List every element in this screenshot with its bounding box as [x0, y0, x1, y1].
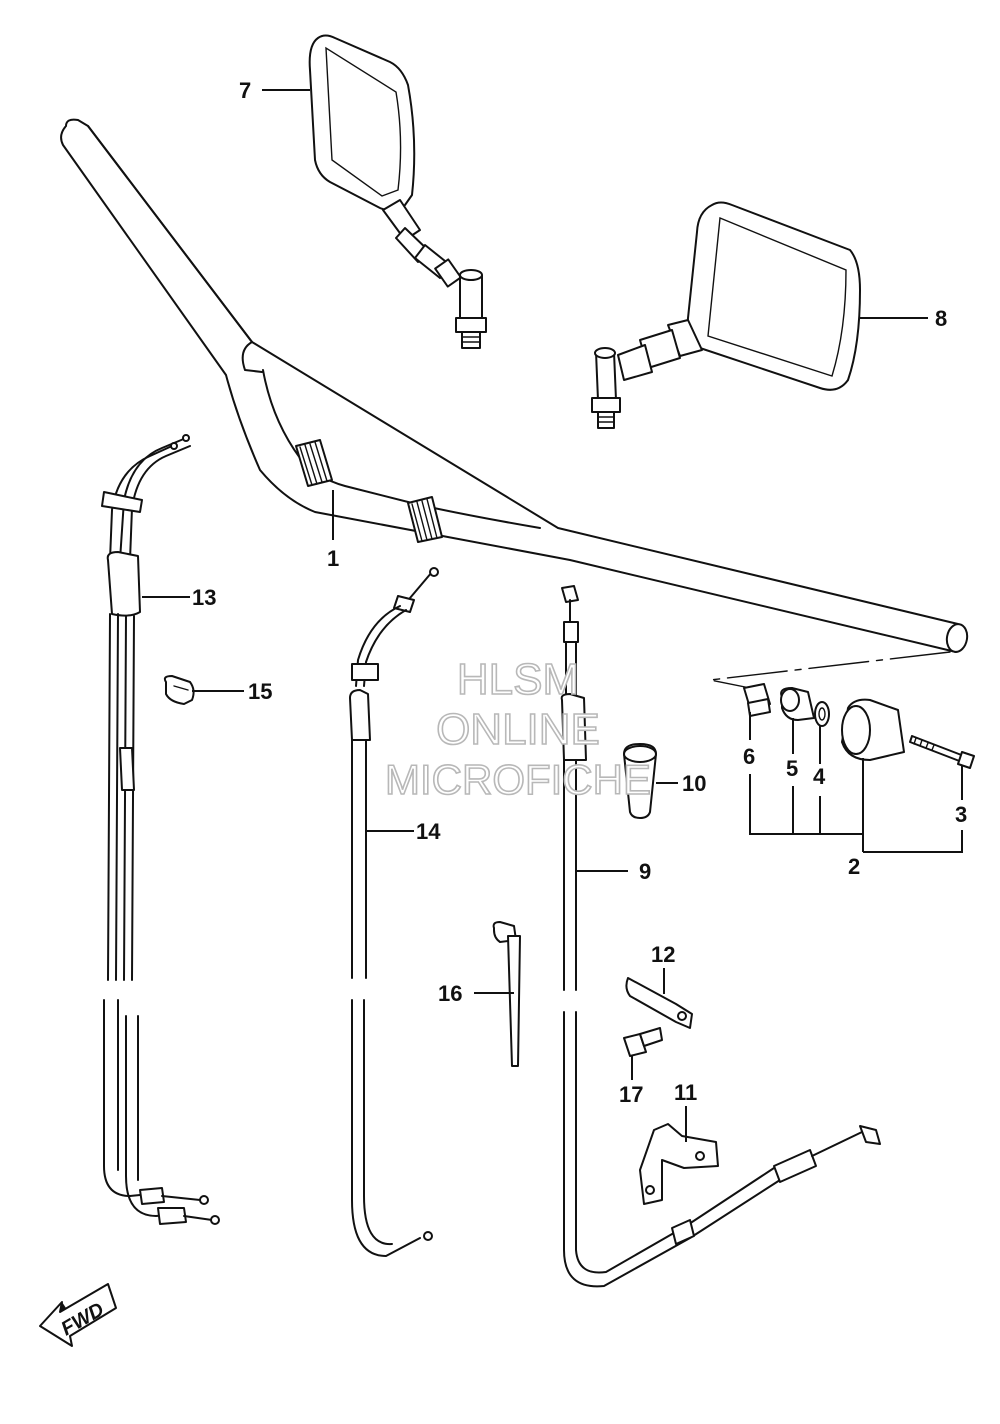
knurl-band-right — [407, 496, 443, 543]
callout-13[interactable]: 13 — [192, 585, 216, 610]
part-8-right-mirror[interactable] — [591, 201, 861, 429]
part-15-clamp[interactable] — [163, 675, 195, 705]
callout-17[interactable]: 17 — [619, 1082, 643, 1107]
watermark: HLSM ONLINE MICROFICHE — [384, 654, 652, 804]
part-6-nut[interactable] — [743, 683, 771, 717]
callout-2[interactable]: 2 — [848, 854, 860, 879]
callout-7[interactable]: 7 — [239, 78, 251, 103]
callout-14[interactable]: 14 — [416, 819, 441, 844]
callout-9[interactable]: 9 — [639, 859, 651, 884]
callout-15[interactable]: 15 — [248, 679, 272, 704]
part-11-bracket[interactable] — [639, 1123, 719, 1205]
callout-10[interactable]: 10 — [682, 771, 706, 796]
callout-11[interactable]: 11 — [674, 1080, 697, 1105]
part-13-throttle-cable[interactable] — [101, 434, 220, 1225]
callout-12[interactable]: 12 — [651, 942, 675, 967]
knurl-band-left — [295, 439, 333, 487]
callout-5[interactable]: 5 — [786, 756, 798, 781]
watermark-line-1: HLSM — [457, 655, 579, 704]
part-9-clutch-cable[interactable] — [560, 585, 881, 1288]
part-1-handlebar[interactable] — [60, 118, 969, 654]
alignment-dash-line — [709, 651, 951, 691]
part-17-bolt[interactable] — [623, 1027, 663, 1057]
callout-8[interactable]: 8 — [935, 306, 947, 331]
callout-4[interactable]: 4 — [813, 764, 826, 789]
part-14-cable[interactable] — [349, 567, 439, 1257]
fwd-arrow-icon: FWD — [39, 1283, 117, 1347]
watermark-line-3: MICROFICHE — [385, 756, 651, 803]
part-3-bolt[interactable] — [909, 735, 975, 769]
part-10-boot[interactable] — [623, 743, 657, 819]
callout-16[interactable]: 16 — [438, 981, 462, 1006]
callouts: 7 8 1 13 15 10 6 5 4 3 2 14 9 12 16 17 1… — [192, 78, 967, 1107]
callout-3[interactable]: 3 — [955, 802, 967, 827]
callout-6[interactable]: 6 — [743, 744, 755, 769]
leader-lines — [142, 89, 963, 1142]
part-2-weight[interactable] — [841, 698, 905, 761]
part-4-washer[interactable] — [814, 701, 830, 727]
part-12-bracket[interactable] — [625, 977, 693, 1029]
callout-1[interactable]: 1 — [327, 546, 339, 571]
part-16-cable-tie[interactable] — [492, 921, 521, 1067]
part-7-left-mirror[interactable] — [308, 34, 487, 349]
part-5-spacer[interactable] — [780, 687, 815, 721]
watermark-line-2: ONLINE — [436, 705, 600, 754]
